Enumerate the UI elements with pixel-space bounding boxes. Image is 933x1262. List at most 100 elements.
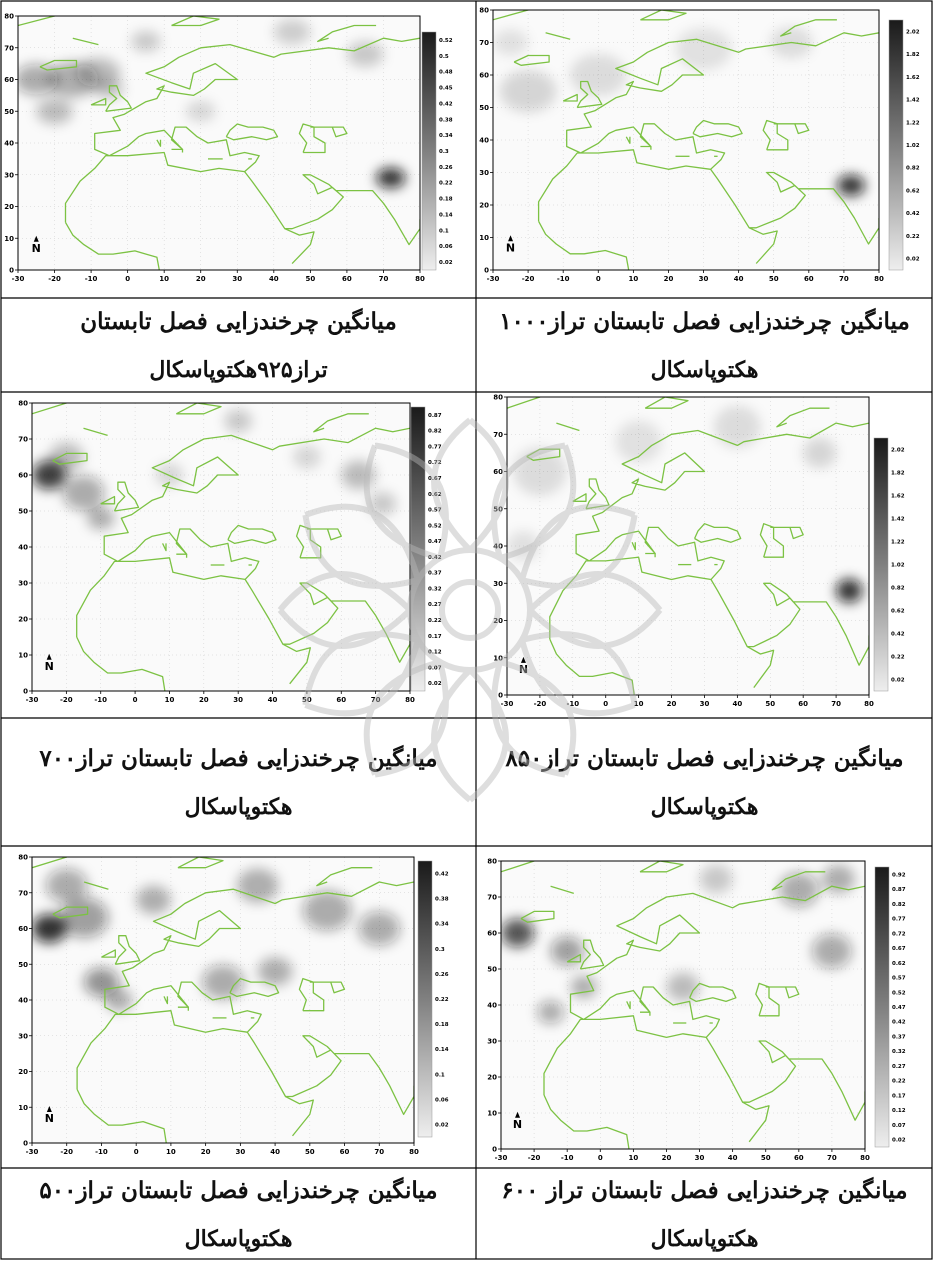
y-tick-label: 60 bbox=[487, 930, 497, 938]
colorbar bbox=[874, 866, 890, 1148]
colorbar-label: 0.47 bbox=[892, 1005, 906, 1011]
coastline bbox=[507, 397, 541, 409]
x-tick-label: 10 bbox=[165, 696, 175, 704]
colorbar-label: 0.17 bbox=[892, 1093, 906, 1099]
north-arrow-icon bbox=[46, 653, 52, 660]
colorbar-label: 0.02 bbox=[891, 678, 905, 684]
x-tick-label: 0 bbox=[603, 700, 608, 708]
cyclogenesis-blob bbox=[59, 897, 109, 938]
coastline bbox=[285, 1095, 314, 1137]
colorbar-label: 0.57 bbox=[428, 508, 442, 514]
x-tick-label: 30 bbox=[699, 275, 709, 283]
colorbar-label: 0.22 bbox=[891, 655, 905, 661]
colorbar-label: 0.67 bbox=[892, 946, 906, 952]
cyclogenesis-blob bbox=[273, 19, 311, 45]
colorbar-label: 0.02 bbox=[906, 257, 920, 263]
y-tick-label: 60 bbox=[18, 925, 28, 933]
caption-500: میانگین چرخندزایی فصل تابستان تراز۵۰۰ هک… bbox=[2, 1169, 475, 1259]
north-label: N bbox=[32, 242, 41, 255]
y-tick-label: 30 bbox=[18, 1032, 28, 1040]
x-tick-label: 10 bbox=[166, 1148, 176, 1156]
coastline bbox=[284, 228, 315, 265]
coastline bbox=[310, 126, 348, 138]
x-tick-label: 20 bbox=[196, 275, 206, 283]
caption-850-line2: هکتوپاسکال bbox=[650, 794, 759, 820]
x-tick-label: -10 bbox=[566, 700, 579, 708]
y-tick-label: 0 bbox=[492, 1146, 497, 1154]
x-tick-label: 0 bbox=[596, 275, 601, 283]
colorbar-label: 1.42 bbox=[891, 517, 905, 523]
cyclogenesis-blob bbox=[500, 70, 557, 113]
colorbar-label: 1.62 bbox=[891, 494, 905, 500]
x-tick-label: 70 bbox=[827, 1154, 837, 1162]
y-tick-label: 0 bbox=[498, 692, 503, 700]
cyclogenesis-blob bbox=[293, 445, 321, 469]
x-tick-label: 20 bbox=[201, 1148, 211, 1156]
y-tick-label: 70 bbox=[4, 44, 14, 52]
coastline bbox=[572, 493, 587, 502]
coastline bbox=[742, 1101, 770, 1143]
x-tick-label: 80 bbox=[415, 275, 425, 283]
x-tick-label: 80 bbox=[874, 275, 884, 283]
x-tick-label: 50 bbox=[769, 275, 779, 283]
colorbar-label: 0.42 bbox=[428, 555, 442, 561]
y-tick-label: 40 bbox=[487, 1002, 497, 1010]
y-tick-label: 50 bbox=[479, 104, 489, 112]
x-tick-label: 60 bbox=[342, 275, 352, 283]
y-tick-label: 40 bbox=[18, 997, 28, 1005]
colorbar-label: 0.38 bbox=[435, 897, 449, 903]
cyclogenesis-blob bbox=[836, 175, 865, 196]
x-tick-label: -30 bbox=[12, 275, 25, 283]
caption-1000: میانگین چرخندزایی فصل تابستان تراز۱۰۰۰ ه… bbox=[477, 299, 932, 391]
x-tick-label: 60 bbox=[794, 1154, 804, 1162]
colorbar-label: 0.17 bbox=[428, 634, 442, 640]
x-tick-label: 60 bbox=[336, 696, 346, 704]
coastline bbox=[227, 524, 277, 545]
y-tick-label: 20 bbox=[487, 1074, 497, 1082]
y-tick-label: 70 bbox=[493, 431, 503, 439]
cyclogenesis-blob bbox=[18, 64, 59, 95]
north-arrow-icon bbox=[508, 235, 514, 242]
colorbar-label: 0.52 bbox=[428, 523, 442, 529]
y-tick-label: 10 bbox=[479, 234, 489, 242]
x-tick-label: 10 bbox=[628, 1154, 638, 1162]
coastline bbox=[770, 526, 804, 540]
colorbar-label: 1.22 bbox=[891, 540, 905, 546]
x-tick-label: 50 bbox=[305, 1148, 315, 1156]
colorbar-label: 0.06 bbox=[435, 1097, 449, 1103]
cyclogenesis-blob bbox=[376, 167, 406, 189]
coastline bbox=[746, 646, 775, 688]
colorbar-label: 0.18 bbox=[439, 197, 453, 203]
colorbar-label: 0.1 bbox=[435, 1072, 445, 1078]
coastline bbox=[295, 524, 322, 559]
colorbar-label: 0.52 bbox=[892, 990, 906, 996]
x-tick-label: 40 bbox=[268, 696, 278, 704]
colorbar-label: 0.32 bbox=[428, 586, 442, 592]
y-tick-label: 30 bbox=[479, 169, 489, 177]
caption-1000-line1: میانگین چرخندزایی فصل تابستان تراز۱۰۰۰ bbox=[499, 308, 910, 335]
x-tick-label: 20 bbox=[667, 700, 677, 708]
coastline bbox=[543, 1094, 630, 1149]
coastline bbox=[755, 982, 780, 1017]
colorbar-label: 0.02 bbox=[428, 681, 442, 687]
caption-925-line1: میانگین چرخندزایی فصل تابستان bbox=[80, 308, 397, 335]
cyclogenesis-blob bbox=[675, 28, 732, 70]
coastline bbox=[171, 16, 220, 27]
cyclogenesis-blob bbox=[812, 933, 852, 969]
colorbar-label: 0.82 bbox=[428, 429, 442, 435]
x-tick-label: 50 bbox=[305, 275, 315, 283]
cyclogenesis-blob bbox=[836, 578, 863, 603]
y-tick-label: 80 bbox=[493, 394, 503, 402]
x-tick-label: 60 bbox=[340, 1148, 350, 1156]
x-tick-label: -30 bbox=[495, 1154, 508, 1162]
colorbar-label: 0.42 bbox=[892, 1020, 906, 1026]
colorbar bbox=[888, 19, 904, 271]
colorbar-label: 0.52 bbox=[439, 38, 453, 44]
coastline bbox=[576, 80, 603, 109]
north-arrow-icon bbox=[33, 235, 39, 242]
coastline bbox=[90, 97, 107, 106]
y-tick-label: 50 bbox=[18, 508, 28, 516]
colorbar-label: 1.42 bbox=[906, 98, 920, 104]
coastline bbox=[64, 37, 420, 223]
